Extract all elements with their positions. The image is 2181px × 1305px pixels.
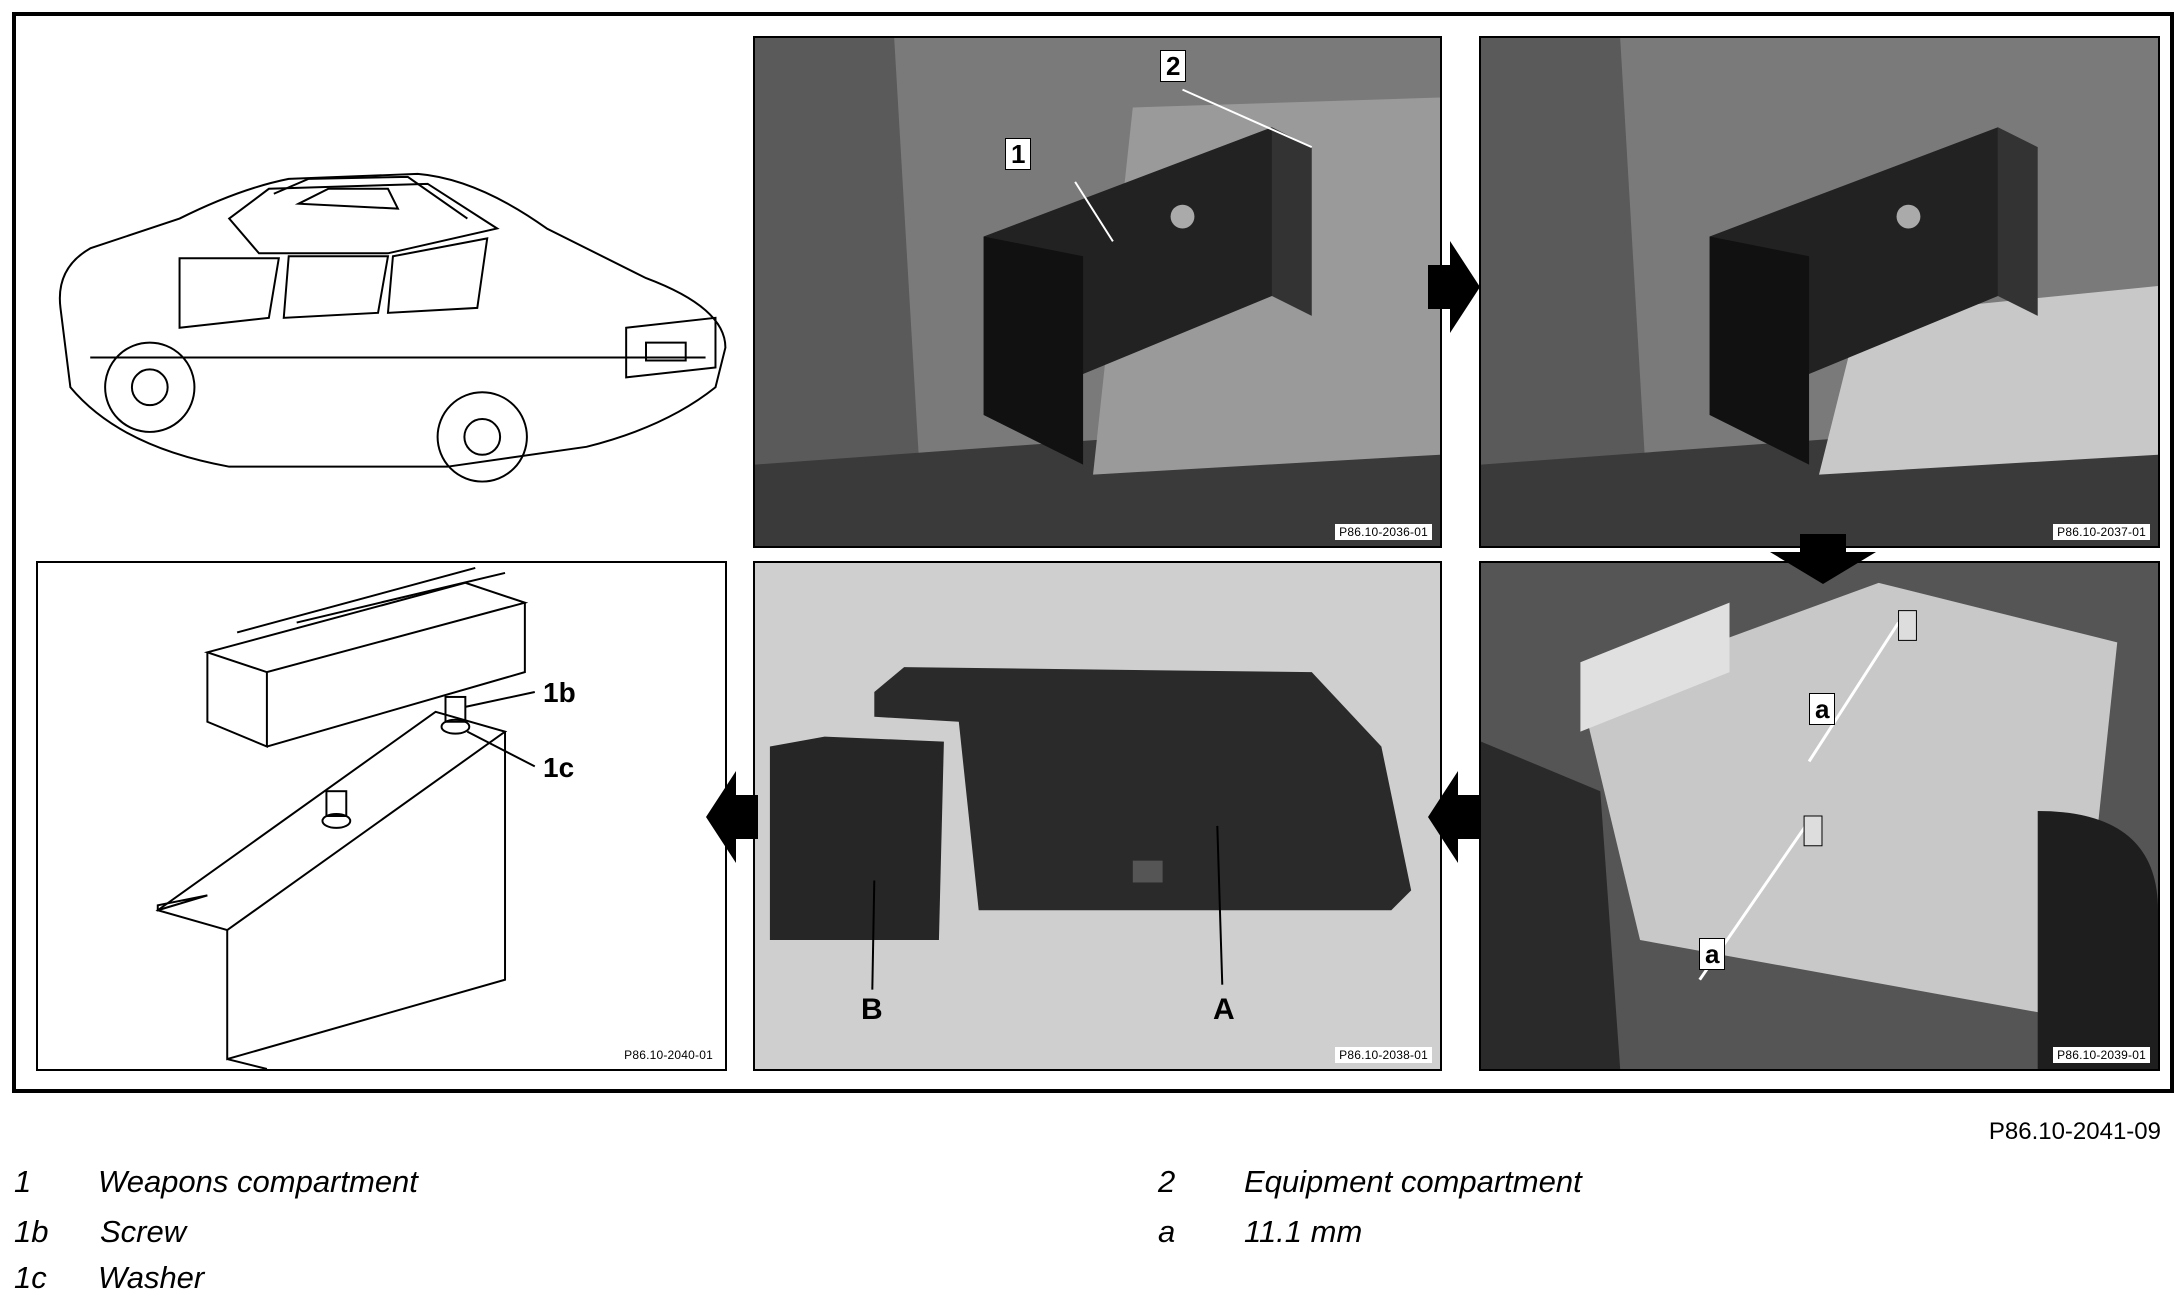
legend-item: 1c Washer (14, 1258, 614, 1298)
photo-panel-floor-mats: B A P86.10-2038-01 (753, 561, 1442, 1071)
figure-code: P86.10-2041-09 (1988, 1118, 2161, 1145)
legend-text: Weapons compartment (98, 1164, 418, 1199)
legend-text: Washer (98, 1260, 205, 1295)
figure-frame: 1 2 P86.10-2036-01 P86.10-2037-01 (12, 12, 2174, 1093)
panel-code: P86.10-2036-01 (1335, 524, 1432, 540)
legend-item: 1b Screw (14, 1212, 614, 1252)
arrow-down-icon (1770, 534, 1876, 584)
label-2: 2 (1160, 50, 1187, 82)
car-overview-panel (28, 28, 740, 558)
legend-text: 11.1 mm (1244, 1214, 1363, 1249)
panel-code: P86.10-2037-01 (2053, 524, 2150, 540)
label-a-lower: a (1699, 938, 1726, 970)
photo-trunk-with-box (755, 38, 1440, 546)
photo-trunk-tray (1481, 563, 2158, 1069)
car-line-drawing (58, 172, 727, 483)
photo-panel-tray-screws: a a P86.10-2039-01 (1479, 561, 2160, 1071)
legend-key: 1 (14, 1164, 32, 1199)
legend-key: 2 (1158, 1164, 1176, 1199)
label-1c: 1c (543, 752, 575, 783)
photo-floor-mats (755, 563, 1440, 1069)
arrow-left-icon (706, 771, 758, 863)
label-a-upper: a (1809, 693, 1836, 725)
panel-code: P86.10-2039-01 (2053, 1047, 2150, 1063)
photo-panel-remove-compartments: 1 2 P86.10-2036-01 (753, 36, 1442, 548)
label-1: 1 (1005, 138, 1032, 170)
legend-key: a (1158, 1214, 1176, 1249)
panel-code: P86.10-2038-01 (1335, 1047, 1432, 1063)
panel-code: P86.10-2040-01 (620, 1047, 717, 1063)
drawing-panel-box-mounting: 1b 1c P86.10-2040-01 (36, 561, 727, 1071)
legend-item: 1 Weapons compartment (14, 1162, 614, 1202)
arrow-right-icon (1428, 241, 1480, 333)
legend-item: a 11.1 mm (1158, 1212, 1858, 1252)
photo-panel-compartment-removed: P86.10-2037-01 (1479, 36, 2160, 548)
legend-item: 2 Equipment compartment (1158, 1162, 1858, 1202)
legend-text: Equipment compartment (1244, 1164, 1582, 1199)
label-1b: 1b (543, 677, 576, 708)
legend-key: 1b (14, 1214, 49, 1249)
legend-key: 1c (14, 1260, 47, 1295)
arrow-left-icon (1428, 771, 1480, 863)
legend-text: Screw (100, 1214, 187, 1249)
box-mounting-drawing (155, 567, 536, 1069)
label-B: B (861, 993, 883, 1026)
photo-trunk-box-only (1481, 38, 2158, 546)
label-A: A (1213, 993, 1235, 1026)
